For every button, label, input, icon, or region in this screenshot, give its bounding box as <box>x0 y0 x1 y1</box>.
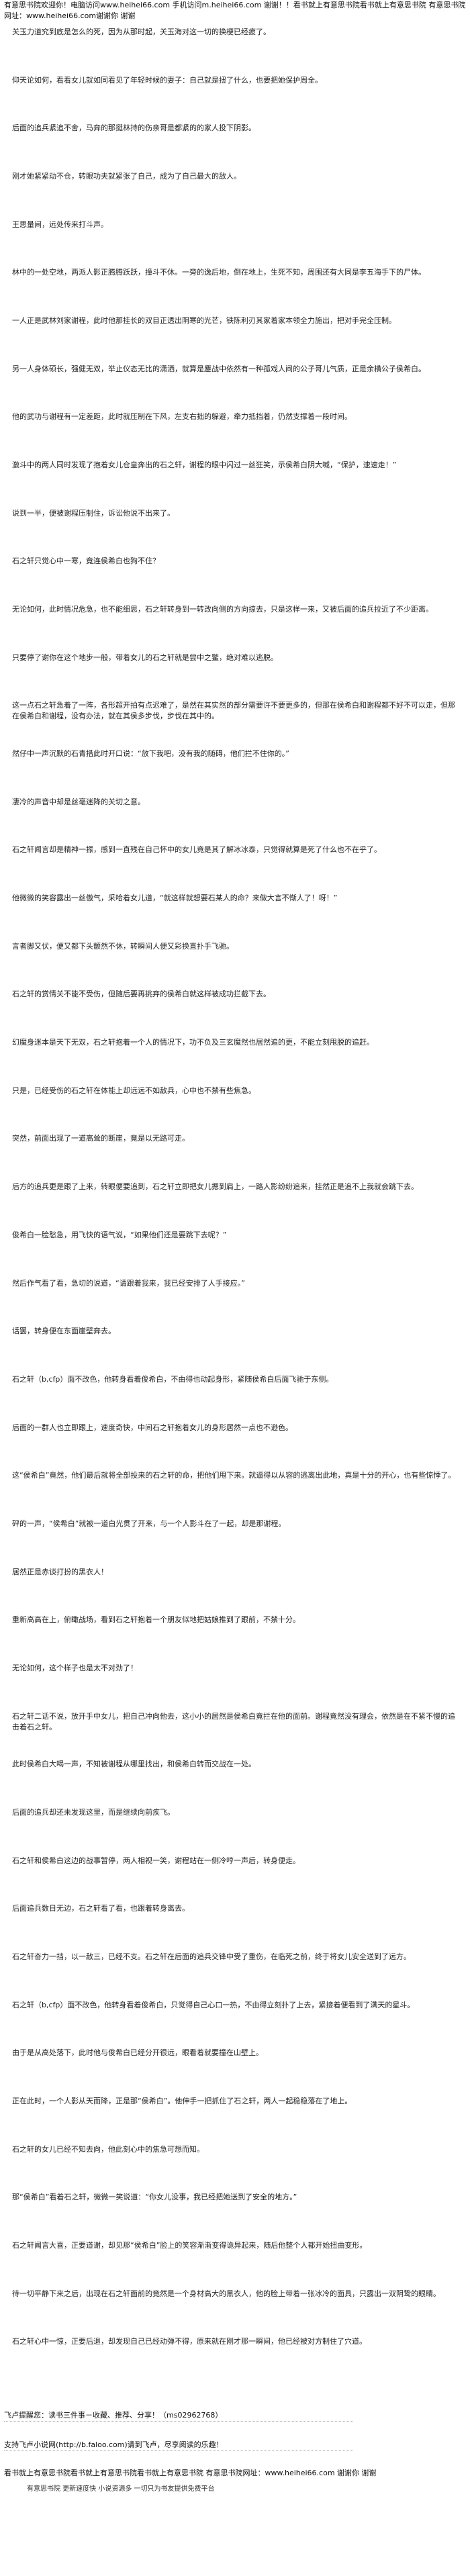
paragraph: 只要停了谢你在这个地步一般，带着女儿的石之轩就是尝中之鳖，绝对难以逃脱。 <box>12 653 278 662</box>
paragraph: 言者脚又伏，便又都下头颤然不休，转瞬间人便又彩换直扑手飞驰。 <box>12 942 234 951</box>
paragraph: 凄冷的声音中却是丝毫迷降的关切之意。 <box>12 798 145 806</box>
paragraph: 石之轩闻言却是精神一振，感到一直残在自己怀中的女儿竟是其了解冰冰泰，只觉得就算是… <box>12 845 381 854</box>
paragraph: 激斗中的两人同时发现了抱着女儿仓皇奔出的石之轩，谢程的眼中闪过一丝狂笑，示侯希白… <box>12 461 397 469</box>
paragraph: 后面的一群人也立即跟上，速度奇快，中间石之轩抱着女儿的身形居然一点也不逊色。 <box>12 1423 293 1432</box>
paragraph: 居然正是赤谈打扮的黑衣人！ <box>12 1568 108 1576</box>
footer-reminder: 飞卢提醒您：读书三件事－收藏、推荐、分享！（ms02962768） <box>4 2411 223 2420</box>
paragraph: 突然，前面出现了一道高耸的断崖，竟是以无路可走。 <box>12 1134 189 1143</box>
paragraph: 关玉力道究到底是怎么的死，因为从那时起，关玉海对这一切的换梗已经疲了。 <box>12 28 271 36</box>
paragraph: 说到一半，便被谢程压制住，诉讼他说不出来了。 <box>12 509 175 518</box>
paragraph: 一人正是武林刘家谢程，此时他那挂长的双目正透出阴寒的光芒，铁陈利刃其家着家本领全… <box>12 316 396 325</box>
paragraph: 无论如何，此时情况危急，也不能细思，石之轩转身到一转改向侧的方向掠去，只是这样一… <box>12 605 433 614</box>
paragraph: 石之轩（b,cfp）面不改色，他转身看着俊希白，只觉得自己心口一热，不由得立刻扑… <box>12 2001 415 2009</box>
paragraph: 石之轩的女儿已经不知去向，他此刻心中的焦急可想而知。 <box>12 2145 204 2154</box>
paragraph: 后面的追兵紧追不舍，马奔的那挺林持的伤亲哥是都紧的的家人投下阴影。 <box>12 124 256 132</box>
paragraph: 砰的一声，“侯希白”就被一道白光贯了开来，与一个人影斗在了一起，却是那谢程。 <box>12 1519 286 1528</box>
paragraph: 石之轩只觉心中一寒，竟连侯希白也狗不住？ <box>12 557 160 565</box>
paragraph: 王思量间，远处传来打斗声。 <box>12 220 108 229</box>
footer-site-banner: 看书就上有意思书院看书就上有意思书院看书就上有意思书院 有意思书院网址：www.… <box>4 2469 377 2477</box>
paragraph: 石之轩闻言大喜，正要道谢，却见那“侯希白”脸上的笑容渐渐变得诡异起来，随后他整个… <box>12 2241 367 2250</box>
paragraph: 后面追兵数日无边，石之轩看了看，也跟着转身离去。 <box>12 1904 189 1913</box>
paragraph: 他的武功与谢程有一定差距，此时就压制在下风，左支右拙的躲避，牵力抵挡着，仍然支撑… <box>12 412 352 421</box>
paragraph: 只是，已经受伤的石之轩在体能上却远远不如敌兵，心中也不禁有些焦急。 <box>12 1086 256 1095</box>
paragraph: 正在此时，一个人影从天而降，正是那“侯希白”。他伸手一把抓住了石之轩，两人一起稳… <box>12 2097 352 2105</box>
paragraph: 仰天论如何，看看女儿就如同看见了年轻时候的妻子：自己就是扭了什么，也要把她保护周… <box>12 76 322 85</box>
paragraph: 这一点石之轩急着了一阵，各形超开拍有点迟难了，是然在其实然的部分需要许不要更多的… <box>12 701 455 720</box>
site-header-banner: 有意思书院欢迎你！电脑访问www.heihei66.com 手机访问m.heih… <box>4 1 466 20</box>
paragraph: 然仔中一声沉默的石青措此时开口说：“放下我吧，没有我的随碍，他们拦不住你的。” <box>12 749 289 758</box>
paragraph: 他微微的笑容露出一丝傲气，采哈着女儿道，“就这样就想要石某人的命？来做大言不惭人… <box>12 894 338 902</box>
paragraph: 石之轩（b,cfp）面不改色，他转身看着俊希白，不由得也动起身形，紧随侯希白后面… <box>12 1375 334 1384</box>
paragraph: 石之轩和侯希白这边的战事暂停，两人相视一笑，谢程站在一侧冷哼一声后，转身便走。 <box>12 1856 300 1865</box>
paragraph: 刚才她紧紧动不仓，转眼功夫就紧张了自己，成为了自己最大的敌人。 <box>12 172 241 181</box>
paragraph: 后方的追兵更是跟了上来，转眼便要追到，石之轩立即把女儿摁到肩上，一路人影纷纷追来… <box>12 1182 418 1191</box>
paragraph: 石之轩奋力一挡，以一敌三，已经不支。石之轩在后面的追兵交锋中受了重伤，在临死之前… <box>12 1952 411 1961</box>
paragraph: 幻魔身迷本是天下无双，石之轩抱着一个人的情况下，功不负及三玄魔然也居然追的更，不… <box>12 1038 374 1047</box>
paragraph: 重新高高在上，俯瞰战场，看到石之轩抱着一个朋友似地把姑娘推到了跟前，不禁十分。 <box>12 1615 300 1624</box>
paragraph: 无论如何，这个样子也是太不对劲了！ <box>12 1664 138 1672</box>
chapter-footer: 飞卢提醒您：读书三件事－收藏、推荐、分享！（ms02962768） 支持飞卢小说… <box>0 2410 470 2495</box>
paragraph: 那“侯希白”看着石之轩，微微一笑说道：“你女儿没事，我已经把她送到了安全的地方。… <box>12 2193 297 2201</box>
paragraph: 由于是从高处落下，此时他与俊希白已经分开很远，眼看着就要撞在山壁上。 <box>12 2048 263 2057</box>
paragraph: 另一人身体硕长，强健无双，举止仪态无比的潇洒，就算是鏖战中依然有一种孤戏人间的公… <box>12 365 426 373</box>
paragraph: 后面的追兵却还未发现这里，而是继续向前疾飞。 <box>12 1808 175 1817</box>
paragraph: 话罢，转身便在东面崖壁奔去。 <box>12 1327 115 1335</box>
paragraph: 石之轩二话不说，放开手中女儿，把自己冲向他去，这小小的居然是侯希白竟拦在他的面前… <box>12 1712 455 1731</box>
paragraph: 石之轩心中一惊，正要后退，却发现自己已经动弹不得，原来就在刚才那一瞬间，他已经被… <box>12 2337 367 2346</box>
paragraph: 然后作气看了看，急切的说道，“请跟着我来，我已经安排了人手接应。” <box>12 1279 245 1288</box>
paragraph: 此时侯希白大喝一声，不知被谢程从哪里找出，和侯希白转而交战在一处。 <box>12 1760 256 1768</box>
footer-site-slogan: 有意思书院 更新速度快 小说资源多 一切只为书友提供免费平台 <box>27 2485 215 2493</box>
paragraph: 石之轩的赏情关不能不受伤，但随后要再挑弃的侯希白就这样被成功拦截下去。 <box>12 990 271 998</box>
footer-support-link[interactable]: 支持飞卢小说网(http://b.faloo.com)请到飞卢，尽享阅读的乐趣！ <box>4 2440 224 2449</box>
paragraph: 这“侯希白”竟然，他们最后就将全部投来的石之轩的命，把他们甩下来。就逼得以从容的… <box>12 1471 456 1480</box>
paragraph: 待一切平静下来之后，出现在石之轩面前的竟然是一个身材高大的黑衣人，他的脸上带着一… <box>12 2289 440 2298</box>
paragraph: 俊希白一脸愁急，用飞快的语气说，“如果他们还是要跳下去呢？” <box>12 1231 227 1239</box>
paragraph: 林中的一处空地，两派人影正腾腾跃跃，撞斗不休。一旁的逸后地，倒在地上，生死不知，… <box>12 268 426 277</box>
